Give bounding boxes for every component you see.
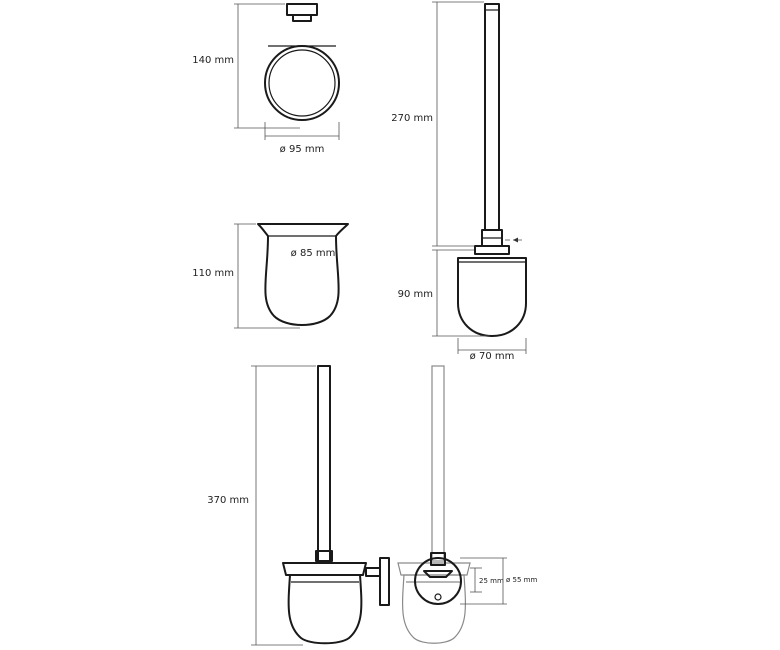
cup-diameter-label: ø 85 mm <box>291 248 336 259</box>
dimension-rosette-diameter: ø 55 mm <box>460 557 537 605</box>
front-neck <box>430 552 446 566</box>
ring-holder-view <box>264 3 340 121</box>
total-height-label: 370 mm <box>207 495 249 506</box>
cup-height-label: 110 mm <box>192 268 234 279</box>
dimension-ring-diameter: ø 95 mm <box>264 122 340 155</box>
handle-length-label: 270 mm <box>391 113 433 124</box>
dimension-handle-length: 270 mm <box>391 1 484 247</box>
assembly-front-view <box>397 365 471 644</box>
assembly-cup <box>287 574 363 645</box>
dimension-cup-height: 110 mm <box>192 223 300 329</box>
front-handle <box>431 365 445 562</box>
glass-cup-outline <box>257 223 349 326</box>
assembly-cup-rim <box>282 562 367 576</box>
front-bracket <box>423 570 453 578</box>
glass-cup-view <box>257 223 349 326</box>
brush-head <box>457 257 527 337</box>
brush-neck <box>474 245 510 255</box>
brush-handle <box>484 3 500 231</box>
head-height-label: 90 mm <box>398 289 433 300</box>
dimension-ring-height: 140 mm <box>192 3 300 129</box>
ring-outer <box>264 45 340 121</box>
assembly-arm <box>365 567 381 577</box>
front-cup <box>401 574 467 644</box>
ring-height-label: 140 mm <box>192 55 234 66</box>
ring-diameter-label: ø 95 mm <box>280 144 325 155</box>
ring-mount-stem <box>292 14 312 22</box>
assembly-handle <box>317 365 331 562</box>
ring-mount-plate <box>286 3 318 16</box>
dimension-head-diameter: ø 70 mm <box>457 338 527 362</box>
toilet-brush-view <box>457 3 527 337</box>
front-rosette <box>414 557 462 605</box>
head-diameter-label: ø 70 mm <box>470 351 515 362</box>
rosette-depth-label: 25 mm <box>479 577 504 585</box>
assembly-side-view <box>282 365 390 645</box>
arrow-marker <box>513 237 518 243</box>
dimension-head-height: 90 mm <box>398 249 490 337</box>
ring-inner <box>268 49 336 117</box>
rosette-diameter-label: ø 55 mm <box>506 576 537 584</box>
assembly-collar <box>315 550 333 562</box>
front-screw <box>434 593 442 601</box>
dimension-total-height: 370 mm <box>207 365 316 646</box>
dimension-rosette-depth: 25 mm <box>470 567 504 593</box>
assembly-wall-plate <box>379 557 390 606</box>
